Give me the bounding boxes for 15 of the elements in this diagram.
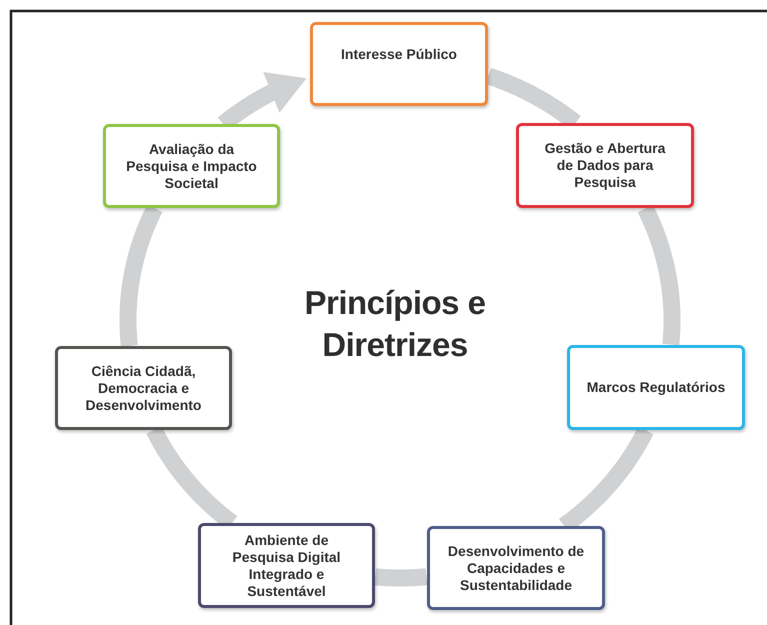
principle-box xyxy=(516,123,694,208)
box-label: Gestão e Abertura de Dados para Pesquisa xyxy=(544,140,666,191)
box-label: Ambiente de Pesquisa Digital Integrado e Sustentável xyxy=(231,532,342,600)
box-label: Marcos Regulatórios xyxy=(586,379,726,396)
principle-box xyxy=(427,526,605,610)
box-label: Desenvolvimento de Capacidades e Sustentabilidade xyxy=(446,542,586,594)
principle-box xyxy=(567,345,745,430)
principle-box xyxy=(103,124,280,208)
box-label: Avaliação da Pesquisa e Impacto Societal xyxy=(125,140,258,192)
principle-box xyxy=(55,346,232,430)
principle-box xyxy=(310,22,488,106)
principle-box xyxy=(198,523,375,608)
center-heading: Princípios e Diretrizes xyxy=(303,283,487,365)
box-label: Ciência Cidadã, Democracia e Desenvolvimento xyxy=(84,362,202,414)
box-label: Interesse Público xyxy=(341,46,457,62)
